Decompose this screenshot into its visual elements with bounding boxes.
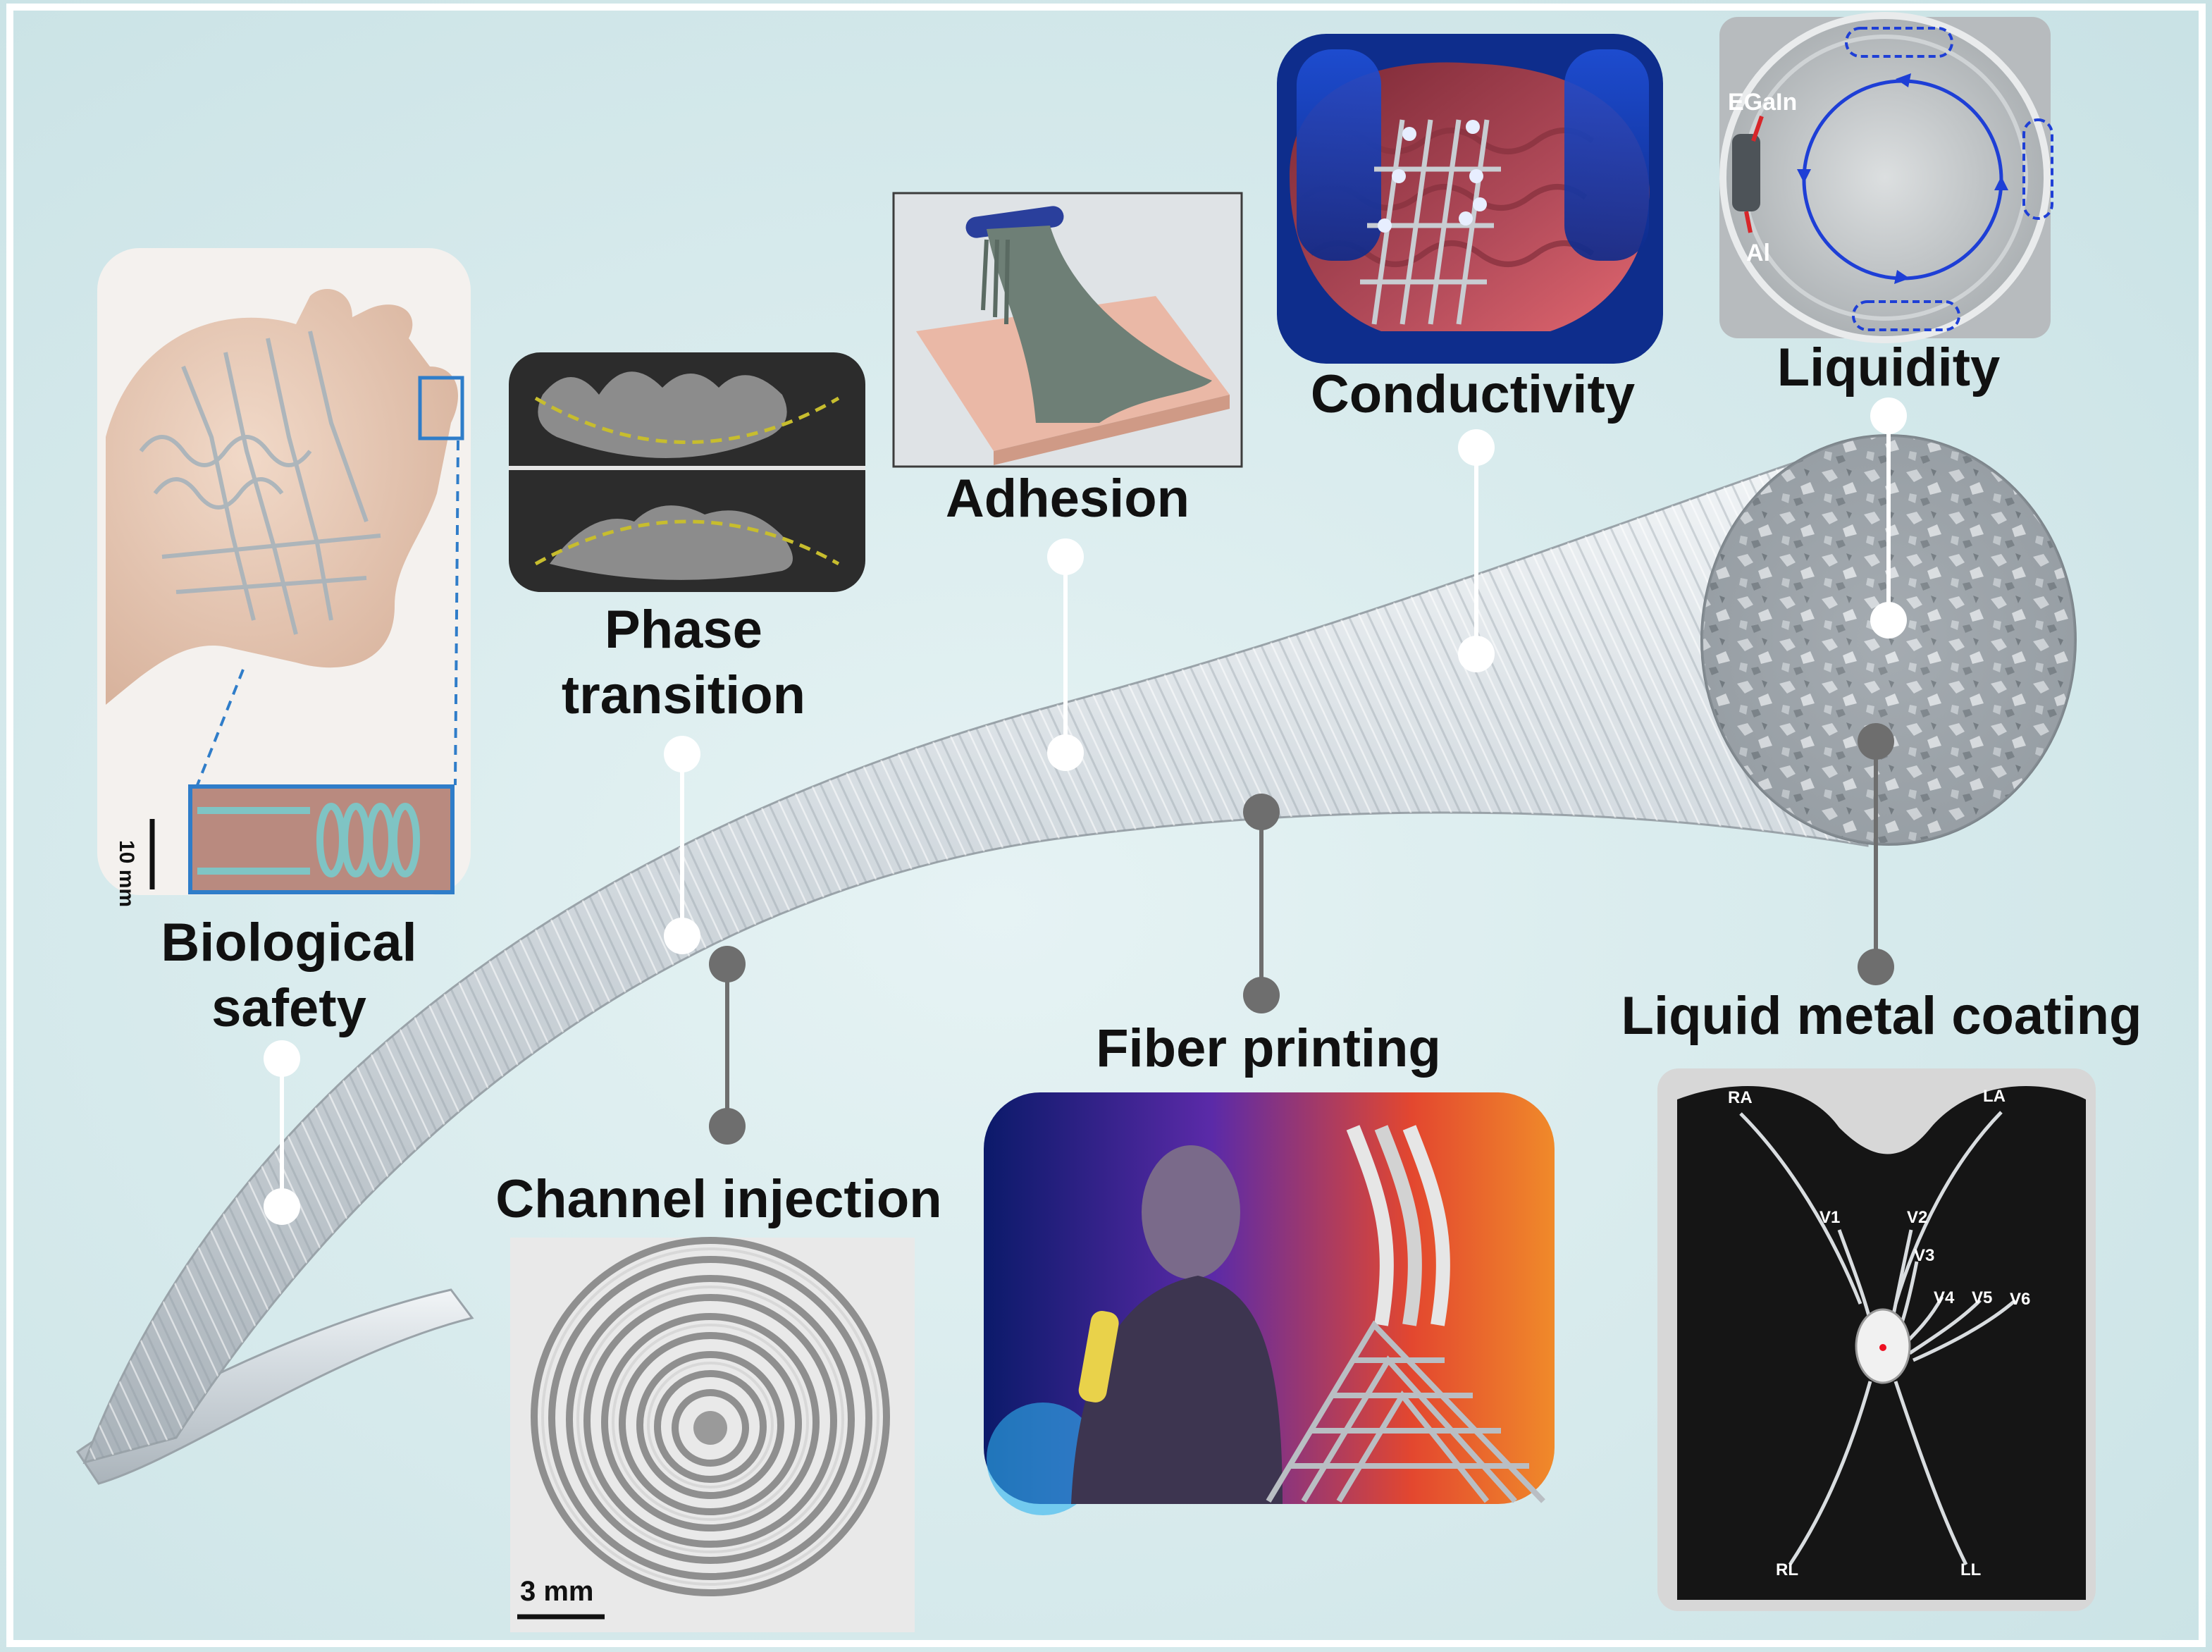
ecg-lead-v2: V2 (1907, 1208, 1928, 1227)
scale-label-hand: 10 mm (115, 840, 138, 908)
marker-phase-transition-top (664, 736, 700, 772)
photo-fiber-printing (984, 1092, 1555, 1515)
markers (264, 397, 1907, 1225)
ecg-lead-v3: V3 (1914, 1246, 1935, 1265)
ecg-lead-v6: V6 (2010, 1290, 2031, 1309)
droplet-outline-bottom (1852, 300, 1960, 331)
ecg-lead-rl: RL (1776, 1560, 1798, 1579)
photo-hand-circuit (97, 248, 471, 895)
label-fiber-printing: Fiber printing (1096, 1018, 1441, 1078)
droplet-outline-top (1845, 27, 1953, 58)
ecg-lead-v4: V4 (1934, 1288, 1955, 1307)
label-adhesion: Adhesion (945, 469, 1190, 529)
flow-arrow-right (1994, 176, 2008, 190)
label-conductivity: Conductivity (1310, 364, 1636, 424)
label-liquid-metal-coating: Liquid metal coating (1621, 986, 2142, 1046)
ecg-lead-la: LA (1983, 1087, 2006, 1106)
label-egain: EGaIn (1728, 89, 1798, 116)
droplet-outline-right (2022, 118, 2053, 220)
zoom-inset-traces (197, 803, 420, 877)
frame-border (6, 4, 2206, 1647)
zoom-box-small (418, 376, 464, 440)
label-liquidity: Liquidity (1777, 338, 2001, 397)
marker-liquid-metal-coating-bottom (1858, 949, 1894, 985)
marker-liquidity-fiber (1870, 602, 1907, 639)
aluminum-piece (1732, 134, 1760, 211)
photo-phase-transition (509, 352, 865, 592)
marker-adhesion-top (1047, 538, 1084, 575)
marker-conductivity-top (1458, 429, 1495, 466)
photo-channel-injection (510, 1237, 915, 1632)
marker-liquidity-top (1870, 397, 1907, 434)
marker-channel-injection-bottom (709, 1108, 746, 1145)
al-pointer (1744, 211, 1753, 233)
curve-concave (534, 396, 840, 444)
marker-biological-safety-top (264, 1040, 300, 1077)
zoom-line-left (196, 669, 245, 786)
scale-label-spiral: 3 mm (520, 1576, 594, 1607)
fiber-rings (85, 440, 1867, 1462)
label-phase-transition: Phase transition (561, 600, 806, 725)
fiber-cross-section-shade (1702, 436, 2075, 844)
marker-liquid-metal-coating-fiber (1858, 723, 1894, 760)
ecg-lead-ra: RA (1728, 1088, 1753, 1107)
marker-phase-transition-fiber (664, 918, 700, 954)
marker-adhesion-fiber (1047, 734, 1084, 771)
ecg-lead-v1: V1 (1819, 1208, 1841, 1227)
zoom-line-right (454, 440, 459, 786)
marker-fiber-printing-bottom (1243, 977, 1280, 1013)
curve-convex (534, 519, 840, 566)
egain-pointer (1751, 116, 1764, 142)
label-al: Al (1746, 240, 1770, 266)
photo-ecg-shirt (1657, 1068, 2096, 1611)
photo-conductivity (1277, 34, 1663, 364)
ecg-lead-ll: LL (1960, 1560, 1982, 1579)
marker-fiber-printing-fiber (1243, 794, 1280, 830)
marker-biological-safety-fiber (264, 1188, 300, 1225)
flow-arrow-top (1896, 73, 1911, 87)
marker-channel-injection-fiber (709, 946, 746, 982)
marker-conductivity-fiber (1458, 636, 1495, 672)
photo-adhesion (892, 192, 1243, 468)
connector-lines (280, 416, 1891, 1207)
flow-arrow-bottom (1894, 270, 1910, 284)
photo-liquidity (1719, 12, 2053, 343)
label-channel-injection: Channel injection (495, 1169, 942, 1229)
liquid-metal-fiber (75, 434, 2077, 1485)
label-biological-safety: Biological safety (161, 913, 417, 1038)
flow-arrow-left (1797, 169, 1811, 183)
ecg-lead-v5: V5 (1972, 1288, 1993, 1307)
